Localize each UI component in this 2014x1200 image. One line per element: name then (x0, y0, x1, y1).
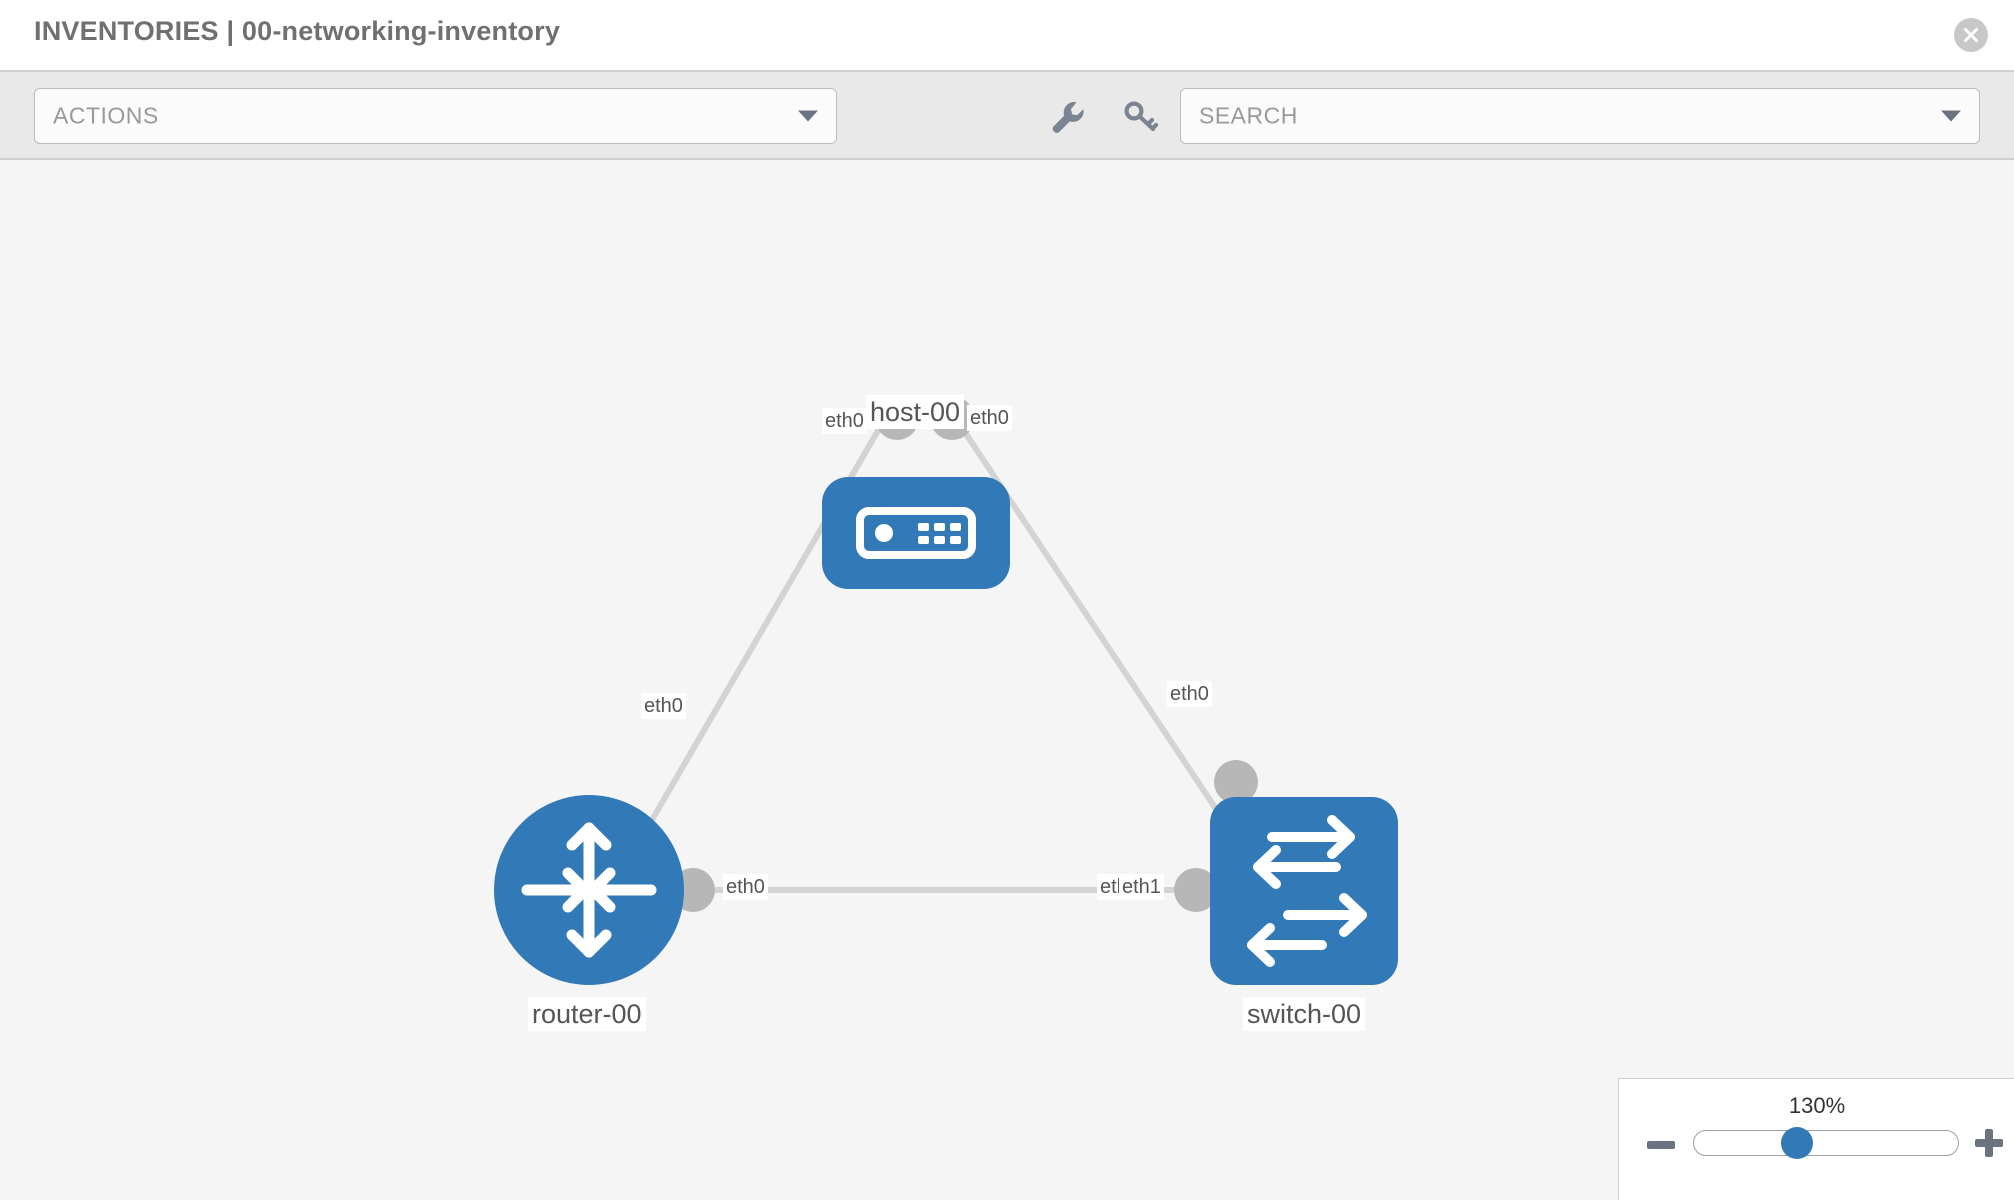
zoom-level-label: 130% (1788, 1093, 1846, 1118)
edge-label-switch-upper: eth0 (1167, 681, 1212, 707)
node-switch-00 (1210, 797, 1398, 985)
edge-endpoint-group (603, 396, 1258, 912)
node-label-switch-00: switch-00 (1243, 997, 1366, 1031)
close-icon[interactable] (1954, 18, 1988, 52)
edge-label-host-left: eth0 (822, 408, 867, 434)
edge-host-switch (947, 408, 1253, 862)
wrench-icon[interactable] (1044, 94, 1088, 138)
node-host-00-shape (822, 477, 1010, 589)
node-router-00 (494, 795, 684, 985)
topology-graph (494, 396, 1398, 985)
edge-label-router-upper: eth0 (641, 693, 686, 719)
key-icon[interactable] (1118, 94, 1162, 138)
router-glyph-arrows (521, 822, 657, 958)
search-input[interactable]: SEARCH (1180, 88, 1980, 144)
host-glyph-led (875, 524, 893, 542)
node-label-host-00: host-00 (866, 395, 965, 429)
toolbar: ACTIONS SEARCH (0, 70, 2014, 160)
zoom-slider-track[interactable] (1693, 1130, 1959, 1156)
host-glyph-body (856, 507, 976, 559)
edge-label-switch-left-over: eth1 (1119, 874, 1164, 900)
topology-canvas[interactable]: eth0 host-00 eth0 eth0 eth0 eth0 eth0 et… (0, 160, 2014, 1200)
node-label-router-00: router-00 (528, 997, 646, 1031)
switch-glyph-arrows (1247, 815, 1367, 967)
zoom-out-button[interactable] (1647, 1141, 1675, 1149)
page-header: INVENTORIES | 00-networking-inventory (0, 0, 2014, 70)
host-glyph-ports (918, 523, 961, 544)
node-host-00 (822, 477, 1010, 589)
actions-dropdown[interactable]: ACTIONS (34, 88, 837, 144)
actions-dropdown-label: ACTIONS (53, 102, 159, 129)
zoom-in-button[interactable] (1975, 1129, 2003, 1157)
search-placeholder: SEARCH (1199, 102, 1298, 129)
endpoint-switch-top (1214, 760, 1258, 804)
zoom-slider-thumb[interactable] (1781, 1127, 1813, 1159)
node-switch-00-shape (1210, 797, 1398, 985)
zoom-control-panel: 130% (1618, 1078, 2014, 1200)
page-title: INVENTORIES | 00-networking-inventory (34, 16, 561, 46)
edge-label-host-right: eth0 (967, 405, 1012, 431)
endpoint-switch-left (1174, 868, 1218, 912)
chevron-down-icon[interactable] (798, 110, 818, 122)
edge-label-router-right: eth0 (723, 874, 768, 900)
chevron-down-icon[interactable] (1941, 110, 1961, 122)
